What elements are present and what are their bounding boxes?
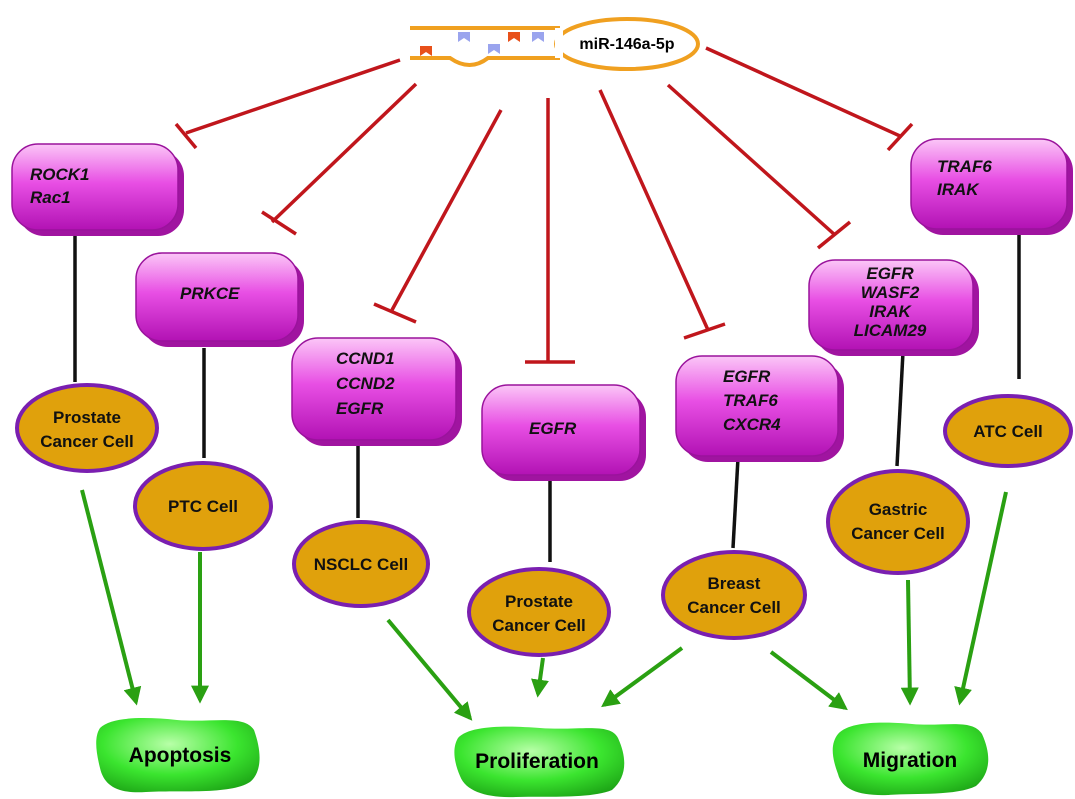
activation-links: [80, 489, 1008, 721]
activation-arrow: [80, 489, 142, 706]
inhibition-bar: [261, 210, 297, 236]
activation-arrow: [386, 618, 473, 721]
cell-label: Cancer Cell: [687, 598, 781, 617]
activation-arrow: [531, 657, 549, 698]
connector-line: [731, 457, 740, 549]
gene-label: TRAF6: [723, 391, 778, 410]
target-cell-links: [73, 228, 1021, 562]
cell-label: Cancer Cell: [492, 616, 586, 635]
inhibition-links: [174, 46, 914, 364]
base-pair-mark: [420, 46, 432, 56]
target-box-5: EGFR WASF2 IRAK LICAM29: [808, 259, 979, 356]
target-box-2: CCND1 CCND2 EGFR: [291, 337, 462, 446]
gene-label: PRKCE: [180, 284, 240, 303]
cell-label: ATC Cell: [973, 422, 1043, 441]
mirna-hairpin: miR-146a-5p: [410, 17, 700, 71]
inhibition-bar: [373, 302, 417, 324]
cell-label: PTC Cell: [168, 497, 238, 516]
gene-label: CCND1: [336, 349, 395, 368]
cell-label: Prostate: [505, 592, 573, 611]
inhibition-bar: [683, 322, 726, 340]
cell-label: Gastric: [869, 500, 928, 519]
activation-arrow: [769, 650, 848, 711]
inhibition-line: [705, 46, 901, 138]
base-pair-mark: [508, 32, 520, 42]
cell-node-6: ATC Cell: [943, 394, 1073, 468]
inhibition-line: [185, 58, 401, 135]
inhibition-line: [598, 89, 710, 331]
cell-node-2: NSCLC Cell: [292, 520, 430, 608]
gene-label: WASF2: [861, 283, 920, 302]
target-box-6: TRAF6 IRAK: [910, 138, 1073, 235]
gene-label: ROCK1: [30, 165, 90, 184]
inhibition-line: [270, 82, 418, 224]
outcome-node-2: Migration: [832, 722, 989, 796]
connector-line: [895, 351, 905, 467]
inhibition-line: [666, 83, 837, 237]
gene-label: EGFR: [866, 264, 914, 283]
cell-label: NSCLC Cell: [314, 555, 408, 574]
base-pair-mark: [488, 44, 500, 54]
outcome-label: Apoptosis: [129, 744, 232, 767]
gene-label: IRAK: [869, 302, 912, 321]
target-box-4: EGFR TRAF6 CXCR4: [675, 355, 844, 462]
inhibition-line: [390, 109, 503, 311]
activation-arrow: [954, 491, 1008, 706]
mirna-label: miR-146a-5p: [579, 36, 674, 53]
cell-node-3: Prostate Cancer Cell: [467, 567, 611, 657]
inhibition-bar: [174, 122, 198, 150]
inhibition-bar: [816, 220, 852, 250]
activation-arrow: [900, 579, 919, 706]
outcome-node-0: Apoptosis: [96, 718, 260, 793]
gene-label: LICAM29: [854, 321, 927, 340]
gene-label: CCND2: [336, 374, 395, 393]
outcome-label: Migration: [863, 749, 958, 772]
cell-node-1: PTC Cell: [133, 461, 273, 551]
cell-label: Cancer Cell: [851, 524, 945, 543]
base-pair-mark: [532, 32, 544, 42]
gene-label: IRAK: [937, 180, 980, 199]
base-pair-mark: [458, 32, 470, 42]
inhibition-bar: [886, 122, 914, 152]
target-box-0: ROCK1 Rac1: [11, 143, 184, 236]
gene-label: CXCR4: [723, 415, 781, 434]
gene-label: EGFR: [336, 399, 384, 418]
cell-node-5: Gastric Cancer Cell: [826, 469, 970, 575]
activation-arrow: [601, 646, 684, 708]
cell-label: Prostate: [53, 408, 121, 427]
gene-label: EGFR: [529, 419, 577, 438]
target-box-1: PRKCE: [135, 252, 304, 347]
outcome-label: Proliferation: [475, 750, 599, 773]
cell-node-0: Prostate Cancer Cell: [15, 383, 159, 473]
cell-label: Cancer Cell: [40, 432, 134, 451]
gene-label: EGFR: [723, 367, 771, 386]
target-box-3: EGFR: [481, 384, 646, 481]
gene-label: TRAF6: [937, 157, 992, 176]
outcome-node-1: Proliferation: [454, 726, 625, 798]
gene-label: Rac1: [30, 188, 71, 207]
cell-node-4: Breast Cancer Cell: [661, 550, 807, 640]
cell-label: Breast: [708, 574, 761, 593]
